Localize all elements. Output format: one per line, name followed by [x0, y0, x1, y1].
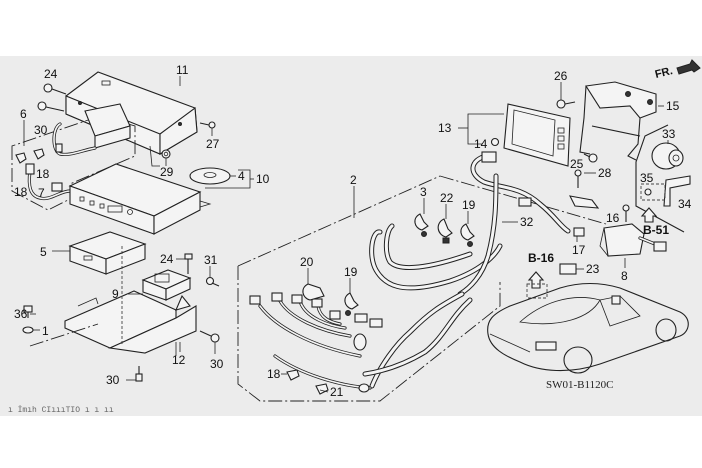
callout-28: 28: [598, 166, 612, 180]
clip-18a: [15, 152, 27, 164]
footer-scan-text: ı İmıh CIıııTIO ı ı ıı: [8, 406, 114, 415]
callout-19-b: 19: [344, 265, 358, 279]
clip-19b: [344, 292, 359, 316]
callout-12: 12: [172, 353, 186, 367]
callout-29: 29: [160, 165, 174, 179]
callout-20: 20: [300, 255, 314, 269]
cover-8: [599, 223, 667, 257]
callout-24: 24: [44, 67, 58, 81]
small-harness-7: [25, 163, 72, 201]
callout-labels: 11 24 30 6 27 29 18 18 7 4 10 5 24 31 9 …: [8, 63, 692, 415]
callout-33: 33: [662, 127, 676, 141]
bracket-12: [64, 246, 197, 356]
module-9: [141, 269, 192, 301]
connector-bracket: [569, 195, 600, 209]
screw-27: [199, 121, 216, 129]
callout-13: 13: [438, 121, 452, 135]
ref-arrow-b51: [640, 207, 658, 223]
bolt-30c: [135, 366, 143, 382]
clip-21: [315, 383, 329, 395]
drawing-code: SW01-B1120C: [546, 379, 613, 391]
clip-18b: [33, 148, 45, 160]
bolt-26: [556, 99, 576, 109]
callout-18-c: 18: [267, 367, 281, 381]
callout-14: 14: [474, 137, 488, 151]
clip-3: [414, 213, 429, 237]
bracket-15: [579, 81, 657, 161]
callout-22: 22: [440, 191, 454, 205]
parts-diagram: 11 24 30 6 27 29 18 18 7 4 10 5 24 31 9 …: [0, 56, 702, 416]
callout-31: 31: [204, 253, 218, 267]
callout-30-c: 30: [106, 373, 120, 387]
bolt-24: [43, 83, 67, 95]
callout-11: 11: [176, 63, 189, 77]
bolt-36: [23, 305, 33, 318]
callout-8: 8: [621, 269, 628, 283]
bolt-35: [640, 183, 666, 201]
radio-bracket-11: [65, 71, 198, 167]
front-direction-label: FR.: [654, 65, 674, 81]
leader-lines: [23, 76, 669, 393]
callout-7: 7: [38, 186, 45, 200]
callout-10: 10: [256, 172, 270, 186]
ref-arrow-b16: [526, 271, 548, 299]
callout-18-a: 18: [36, 167, 50, 181]
pad-23: [559, 263, 577, 275]
bolt-25: [583, 153, 598, 163]
clip-18c: [286, 369, 300, 381]
clip-17: [573, 227, 585, 237]
amplifier-assembly: [11, 103, 136, 211]
callout-6: 6: [20, 107, 27, 121]
speaker-33: [651, 142, 684, 170]
front-direction-arrow: [676, 59, 701, 75]
bracket-34: [663, 175, 691, 207]
callout-2: 2: [350, 173, 357, 187]
clip-20: [302, 283, 325, 301]
callout-4: 4: [238, 169, 245, 183]
screw-28: [574, 169, 582, 188]
clip-29: [161, 149, 171, 159]
callout-27: 27: [206, 137, 220, 151]
callout-34: 34: [678, 197, 692, 211]
clip-19a: [460, 223, 475, 247]
callout-5: 5: [40, 245, 47, 259]
bolt-24b: [184, 253, 193, 274]
ref-label-b51: B-51: [643, 223, 669, 237]
washer-1: [22, 326, 34, 334]
callout-9: 9: [112, 287, 119, 301]
vehicle-outline: [487, 282, 689, 374]
bolt-16: [622, 204, 630, 222]
audio-unit-10: [68, 163, 212, 235]
callout-18-b: 18: [14, 185, 28, 199]
bolt-30: [37, 101, 65, 112]
clip-22: [437, 218, 453, 244]
callout-35: 35: [640, 171, 654, 185]
callout-21: 21: [330, 385, 344, 399]
callout-26: 26: [554, 69, 568, 83]
callout-36: 36: [14, 307, 28, 321]
control-unit-5: [52, 231, 147, 275]
callout-30: 30: [34, 123, 48, 137]
callout-16: 16: [606, 211, 620, 225]
bolt-31: [205, 276, 220, 287]
ref-label-b16: B-16: [528, 251, 554, 265]
disc-4: [189, 167, 254, 189]
parts-diagram-svg: 11 24 30 6 27 29 18 18 7 4 10 5 24 31 9 …: [8, 59, 701, 415]
callout-15: 15: [666, 99, 680, 113]
callout-23: 23: [586, 262, 600, 276]
callout-32: 32: [520, 215, 534, 229]
display-unit-13: [458, 103, 571, 167]
callout-3: 3: [420, 185, 427, 199]
callout-25: 25: [570, 157, 584, 171]
harness-group-2: [237, 151, 607, 402]
callout-30-b: 30: [210, 357, 224, 371]
nut-14: [490, 137, 500, 147]
callout-17: 17: [572, 243, 586, 257]
bolt-30b: [199, 330, 220, 343]
callout-19-a: 19: [462, 198, 476, 212]
callout-24-b: 24: [160, 252, 174, 266]
callout-1: 1: [42, 324, 49, 338]
